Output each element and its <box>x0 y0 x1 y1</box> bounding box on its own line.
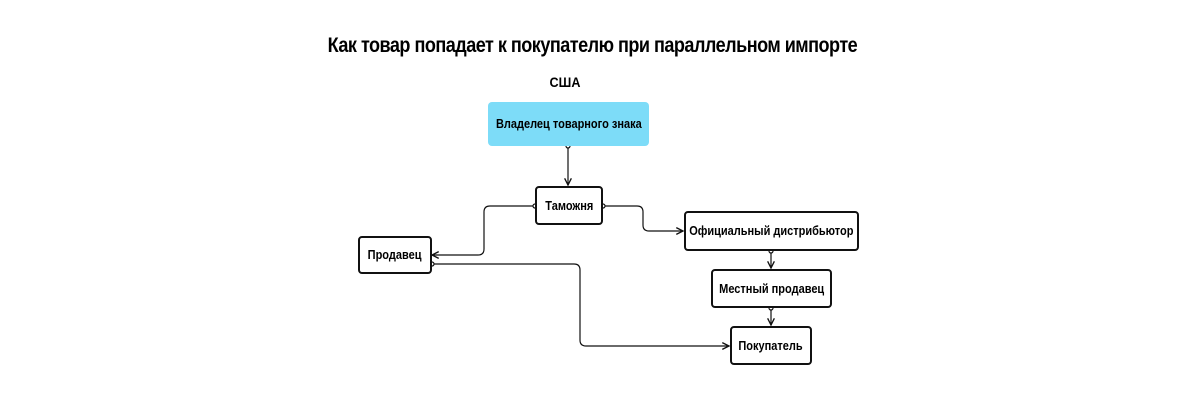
diagram-title: Как товар попадает к покупателю при пара… <box>327 34 858 57</box>
connector-customs-seller <box>432 205 535 255</box>
node-local-seller: Местный продавец <box>711 269 832 308</box>
node-trademark-owner-label: Владелец товарного знака <box>495 117 642 131</box>
node-seller-label: Продавец <box>368 248 422 262</box>
node-customs-label: Таможня <box>544 198 593 213</box>
node-customs: Таможня <box>535 186 603 225</box>
node-buyer-label: Покупатель <box>738 338 804 353</box>
connector-seller-buyer <box>432 263 729 346</box>
node-trademark-owner: Владелец товарного знака <box>488 102 649 146</box>
node-seller: Продавец <box>358 236 432 274</box>
node-buyer: Покупатель <box>730 326 812 365</box>
connector-customs-distributor <box>603 205 683 231</box>
region-label: США <box>549 74 581 90</box>
node-official-distributor-label: Официальный дистрибьютор <box>689 224 854 238</box>
node-local-seller-label: Местный продавец <box>718 281 825 296</box>
node-official-distributor: Официальный дистрибьютор <box>684 211 859 251</box>
